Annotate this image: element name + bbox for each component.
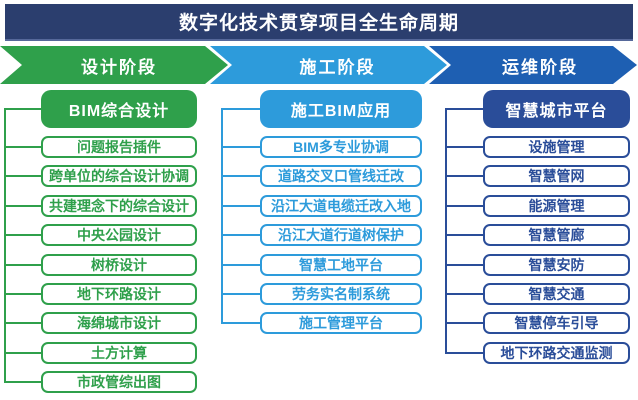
column-row: 树桥设计 xyxy=(4,253,197,276)
branch-connector-line xyxy=(4,292,41,295)
phase-label-construction: 施工阶段 xyxy=(299,57,376,77)
item-box: 海绵城市设计 xyxy=(41,312,197,335)
branch-connector-line xyxy=(445,204,483,207)
item-box: 智慧停车引导 xyxy=(483,312,630,335)
branch-connector-line xyxy=(445,263,483,266)
branch-connector-line xyxy=(221,108,260,110)
column-row: 沿江大道电缆迁改入地 xyxy=(221,194,422,217)
item-box: 智慧安防 xyxy=(483,253,630,276)
title-bar: 数字化技术贯穿项目全生命周期 xyxy=(5,4,633,41)
branch-connector-line xyxy=(221,146,260,148)
column-row: 施工管理平台 xyxy=(221,312,422,335)
column-header-box: 施工BIM应用 xyxy=(260,90,422,128)
column-row: 中央公园设计 xyxy=(4,224,197,247)
column-row: 智慧城市平台 xyxy=(445,90,630,128)
column-row: 海绵城市设计 xyxy=(4,312,197,335)
column-row: 土方计算 xyxy=(4,341,197,364)
design-phase-arrow xyxy=(0,46,228,84)
phase-label-operation: 运维阶段 xyxy=(502,57,578,77)
branch-connector-line xyxy=(4,322,41,325)
branch-connector-line xyxy=(445,146,483,148)
branch-connector-line xyxy=(4,263,41,266)
item-box: BIM多专业协调 xyxy=(260,136,422,158)
column-spine-line xyxy=(4,109,6,383)
column-row: 智慧交通 xyxy=(445,282,630,305)
column-row: 跨单位的综合设计协调 xyxy=(4,165,197,188)
item-box: 跨单位的综合设计协调 xyxy=(41,165,197,188)
branch-connector-line xyxy=(4,108,41,110)
column-row: 施工BIM应用 xyxy=(221,90,422,128)
branch-connector-line xyxy=(445,292,483,295)
item-box: 智慧工地平台 xyxy=(260,253,422,276)
column-row: 劳务实名制系统 xyxy=(221,282,422,305)
column-row: 设施管理 xyxy=(445,136,630,158)
item-box: 沿江大道电缆迁改入地 xyxy=(260,194,422,217)
column-row: 沿江大道行道树保护 xyxy=(221,224,422,247)
column-row: BIM多专业协调 xyxy=(221,136,422,158)
column-row: 智慧管网 xyxy=(445,165,630,188)
phase-arrow-band: 设计阶段 施工阶段 运维阶段 xyxy=(0,46,638,84)
phase-label-design: 设计阶段 xyxy=(81,57,157,77)
item-box: 中央公园设计 xyxy=(41,224,197,247)
construction-column: 施工BIM应用 BIM多专业协调道路交叉口管线迁改沿江大道电缆迁改入地沿江大道行道… xyxy=(221,90,422,342)
item-box: 土方计算 xyxy=(41,341,197,364)
item-box: 道路交叉口管线迁改 xyxy=(260,165,422,188)
branch-connector-line xyxy=(445,351,483,354)
item-box: 智慧管廊 xyxy=(483,224,630,247)
branch-connector-line xyxy=(221,322,260,325)
column-header-box: BIM综合设计 xyxy=(41,90,197,128)
branch-connector-line xyxy=(4,381,41,384)
column-row: 地下环路设计 xyxy=(4,282,197,305)
item-box: 施工管理平台 xyxy=(260,312,422,335)
branch-connector-line xyxy=(221,292,260,295)
page-title: 数字化技术贯穿项目全生命周期 xyxy=(178,13,459,34)
branch-connector-line xyxy=(445,108,483,110)
column-row: 问题报告插件 xyxy=(4,136,197,158)
phase-arrows xyxy=(0,46,637,84)
item-box: 市政管综出图 xyxy=(41,371,197,394)
design-column: BIM综合设计问题报告插件跨单位的综合设计协调共建理念下的综合设计中央公园设计树… xyxy=(4,90,197,400)
column-row: 共建理念下的综合设计 xyxy=(4,194,197,217)
column-header-box: 智慧城市平台 xyxy=(483,90,630,128)
item-box: 智慧管网 xyxy=(483,165,630,188)
branch-connector-line xyxy=(4,234,41,237)
construction-phase-arrow xyxy=(210,46,447,84)
operation-column: 智慧城市平台设施管理智慧管网能源管理智慧管廊智慧安防智慧交通智慧停车引导地下环路… xyxy=(445,90,630,371)
branch-connector-line xyxy=(221,204,260,207)
operation-phase-arrow xyxy=(429,46,637,84)
branch-connector-line xyxy=(221,234,260,237)
column-row: 智慧管廊 xyxy=(445,224,630,247)
column-row: 智慧停车引导 xyxy=(445,312,630,335)
branch-connector-line xyxy=(221,175,260,178)
column-row: BIM综合设计 xyxy=(4,90,197,128)
column-row: 智慧安防 xyxy=(445,253,630,276)
column-spine-line xyxy=(445,109,447,353)
branch-connector-line xyxy=(4,204,41,207)
column-spine-line xyxy=(221,109,223,324)
branch-connector-line xyxy=(4,146,41,148)
branch-connector-line xyxy=(221,263,260,266)
branch-connector-line xyxy=(4,351,41,354)
column-row: 智慧工地平台 xyxy=(221,253,422,276)
item-box: 共建理念下的综合设计 xyxy=(41,194,197,217)
item-box: 智慧交通 xyxy=(483,282,630,305)
column-row: 能源管理 xyxy=(445,194,630,217)
item-box: 设施管理 xyxy=(483,136,630,158)
item-box: 劳务实名制系统 xyxy=(260,282,422,305)
branch-connector-line xyxy=(4,175,41,178)
item-box: 沿江大道行道树保护 xyxy=(260,224,422,247)
column-row: 市政管综出图 xyxy=(4,371,197,394)
item-box: 能源管理 xyxy=(483,194,630,217)
item-box: 地下环路交通监测 xyxy=(483,341,630,364)
item-box: 地下环路设计 xyxy=(41,282,197,305)
branch-connector-line xyxy=(445,234,483,237)
branch-connector-line xyxy=(445,322,483,325)
column-row: 地下环路交通监测 xyxy=(445,341,630,364)
item-box: 树桥设计 xyxy=(41,253,197,276)
column-row: 道路交叉口管线迁改 xyxy=(221,165,422,188)
item-box: 问题报告插件 xyxy=(41,136,197,158)
branch-connector-line xyxy=(445,175,483,178)
